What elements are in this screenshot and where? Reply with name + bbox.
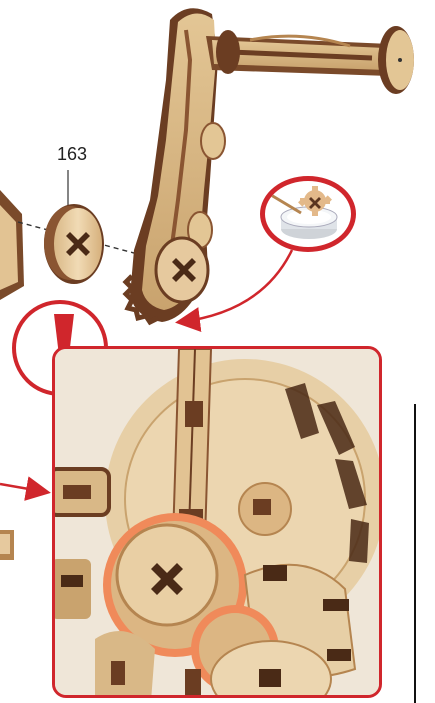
gear-mechanism-detail bbox=[55, 349, 382, 698]
detail-arrow-icon bbox=[0, 484, 46, 492]
glue-callout bbox=[260, 176, 356, 252]
page-divider-line bbox=[414, 404, 416, 703]
detail-view-panel bbox=[52, 346, 382, 698]
crank-handle bbox=[206, 26, 414, 94]
part-163-disc bbox=[44, 204, 104, 284]
part-number-label: 163 bbox=[50, 144, 94, 165]
glue-pot-icon bbox=[265, 181, 351, 247]
